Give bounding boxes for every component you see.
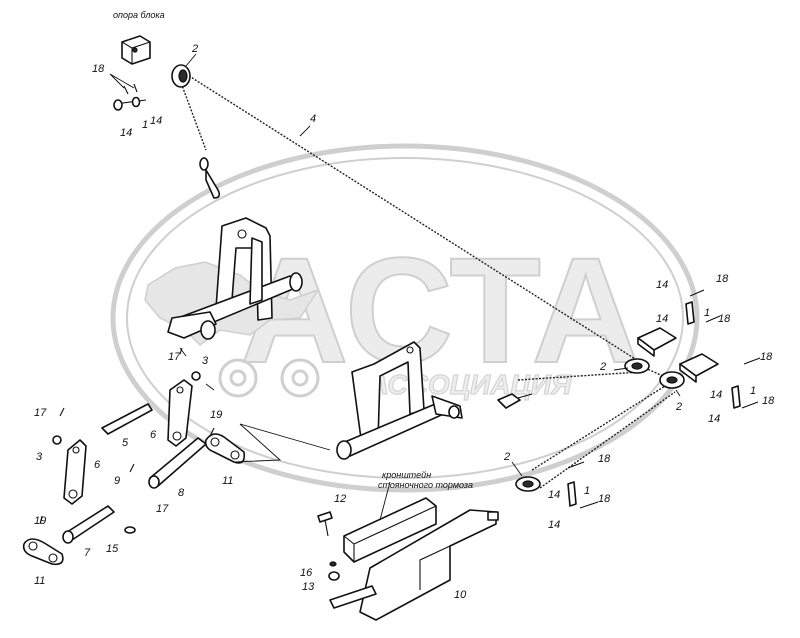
callout-18-b2: 18 bbox=[598, 493, 611, 505]
lever-6-upper bbox=[167, 379, 193, 447]
callout-3-a: 3 bbox=[202, 355, 209, 367]
callout-1-b: 1 bbox=[584, 485, 590, 497]
callout-6-a: 6 bbox=[150, 429, 157, 441]
callout-2-r2: 2 bbox=[675, 401, 682, 413]
caption-block-support: опора блока bbox=[113, 10, 165, 20]
callout-1-r1: 1 bbox=[704, 307, 710, 319]
callout-14-top-right: 14 bbox=[150, 115, 162, 127]
right-support-blocks bbox=[637, 327, 719, 383]
callout-14-r2: 14 bbox=[656, 313, 668, 325]
callout-14-b2: 14 bbox=[548, 519, 560, 531]
watermark-sub-text: АССОЦИАЦИЯ bbox=[368, 369, 572, 400]
middle-lever-assembly bbox=[336, 341, 463, 460]
asta-watermark: АСТА АССОЦИАЦИЯ bbox=[110, 143, 700, 493]
bolt-1-top bbox=[113, 83, 147, 111]
block-support-top bbox=[121, 35, 151, 65]
callout-13: 13 bbox=[302, 581, 315, 593]
callout-14-r1: 14 bbox=[656, 279, 668, 291]
small-parts-left bbox=[39, 347, 215, 534]
pulley-top bbox=[171, 64, 191, 88]
callout-2-r1: 2 bbox=[599, 361, 606, 373]
callout-18-r4: 18 bbox=[762, 395, 775, 407]
nut-13-washer-16 bbox=[328, 561, 340, 581]
parking-brake-bracket bbox=[329, 497, 499, 621]
lever-5 bbox=[101, 403, 153, 435]
callout-3-b: 3 bbox=[36, 451, 43, 463]
cable-end-hook-top bbox=[199, 157, 221, 199]
callout-7: 7 bbox=[84, 547, 91, 559]
callout-6-b: 6 bbox=[94, 459, 101, 471]
callout-15: 15 bbox=[106, 543, 119, 555]
cable-4 bbox=[179, 73, 676, 489]
callout-14-r4: 14 bbox=[708, 413, 720, 425]
caption-bracket-line1: кронштейн bbox=[382, 470, 431, 480]
callout-19-b: 19 bbox=[34, 515, 46, 527]
upper-lever-assembly bbox=[167, 217, 303, 340]
callout-18-b1: 18 bbox=[598, 453, 611, 465]
callout-14-top-left: 14 bbox=[120, 127, 132, 139]
callout-18-top: 18 bbox=[92, 63, 105, 75]
callout-18-r3: 18 bbox=[760, 351, 773, 363]
callout-labels: 2 18 1 14 14 4 14 18 14 1 18 2 2 18 1 14… bbox=[34, 43, 775, 601]
callout-8: 8 bbox=[178, 487, 185, 499]
callout-17-b: 17 bbox=[34, 407, 47, 419]
callout-17-a: 17 bbox=[168, 351, 181, 363]
callout-2-bottom: 2 bbox=[503, 451, 510, 463]
callout-4: 4 bbox=[310, 113, 316, 125]
right-bolts bbox=[567, 289, 761, 509]
callout-11-a: 11 bbox=[222, 475, 233, 487]
lever-6-lower bbox=[63, 439, 87, 505]
callout-2-top: 2 bbox=[191, 43, 198, 55]
callout-19-a: 19 bbox=[210, 409, 222, 421]
callout-9: 9 bbox=[114, 475, 120, 487]
callout-5: 5 bbox=[122, 437, 129, 449]
callout-1-top: 1 bbox=[142, 119, 148, 131]
callout-16: 16 bbox=[300, 567, 313, 579]
callout-14-b1: 14 bbox=[548, 489, 560, 501]
cable-end-hook-middle bbox=[497, 393, 533, 409]
callout-18-r2: 18 bbox=[718, 313, 731, 325]
callout-11-b: 11 bbox=[34, 575, 45, 587]
watermark-wheel-icons bbox=[218, 358, 320, 398]
callout-18-r1: 18 bbox=[716, 273, 729, 285]
link-11-left bbox=[22, 538, 64, 566]
bolt-12 bbox=[317, 511, 333, 537]
leader-lines bbox=[109, 53, 681, 521]
watermark-main-text: АСТА bbox=[240, 226, 640, 394]
callout-17-c: 17 bbox=[156, 503, 169, 515]
callout-1-r2: 1 bbox=[750, 385, 756, 397]
link-11-right bbox=[204, 433, 246, 464]
caption-bracket-line2: стояночного тормоза bbox=[378, 480, 473, 490]
pin-7 bbox=[62, 505, 115, 544]
callout-10: 10 bbox=[454, 589, 467, 601]
callout-12: 12 bbox=[334, 493, 346, 505]
callout-14-r3: 14 bbox=[710, 389, 722, 401]
right-pulleys bbox=[515, 358, 685, 492]
